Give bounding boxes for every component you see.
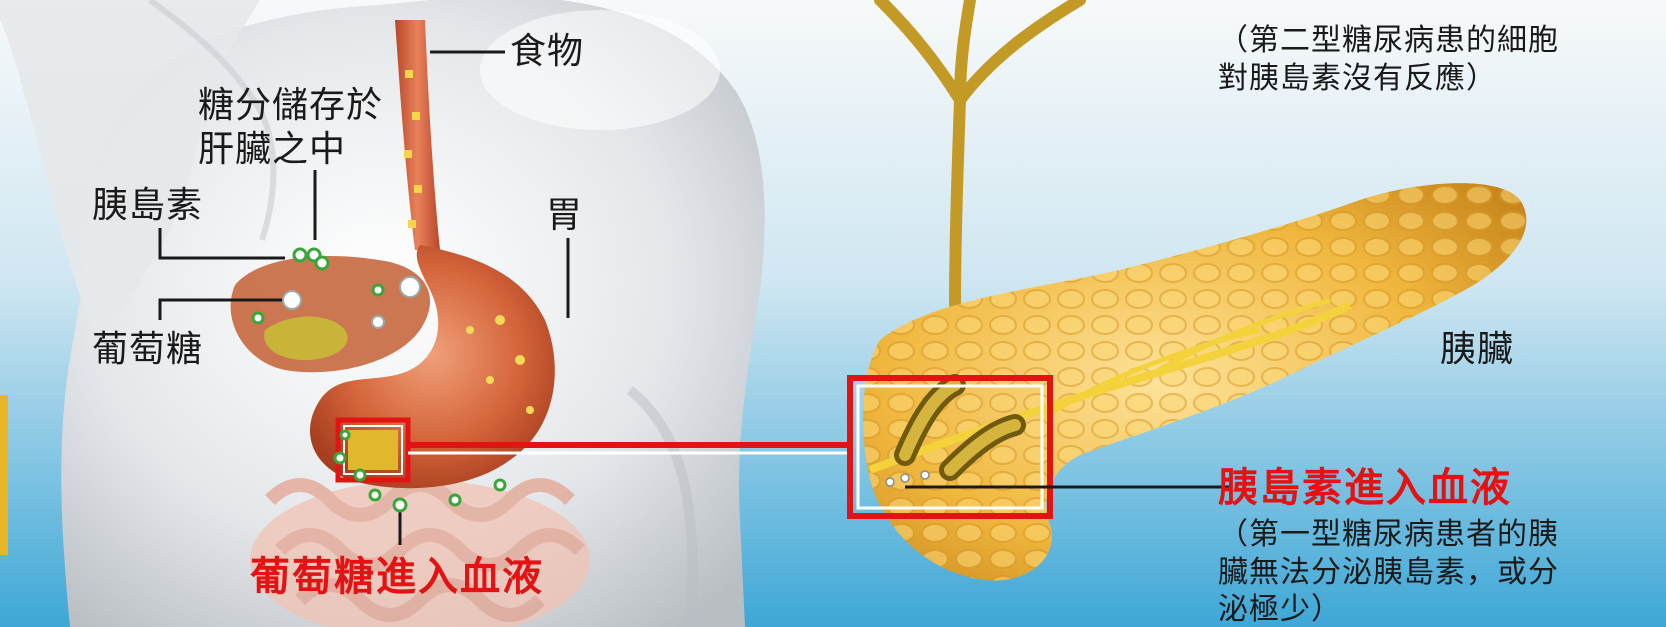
- note-type2: （第二型糖尿病患的細胞 對胰島素沒有反應）: [1218, 22, 1559, 97]
- label-food: 食物: [510, 32, 584, 72]
- label-pancreas: 胰臟: [1440, 330, 1514, 370]
- note-type1: （第一型糖尿病患者的胰 臟無法分泌胰島素，或分 泌極少）: [1218, 516, 1559, 627]
- label-glycogen-line1: 糖分儲存於: [198, 86, 383, 126]
- label-insulin: 胰島素: [92, 186, 203, 226]
- note-type2-line2: 對胰島素沒有反應）: [1218, 60, 1559, 98]
- note-type1-line3: 泌極少）: [1218, 591, 1559, 627]
- note-type1-line2: 臟無法分泌胰島素，或分: [1218, 554, 1559, 592]
- label-stomach: 胃: [546, 196, 583, 236]
- left-edge-strip: [0, 395, 8, 555]
- label-glucose-into-blood: 葡萄糖進入血液: [250, 555, 544, 599]
- note-type1-line1: （第一型糖尿病患者的胰: [1218, 516, 1559, 554]
- label-glucose: 葡萄糖: [92, 330, 203, 370]
- label-glycogen-line2: 肝臟之中: [198, 130, 346, 170]
- label-insulin-into-blood: 胰島素進入血液: [1218, 466, 1512, 510]
- note-type2-line1: （第二型糖尿病患的細胞: [1218, 22, 1559, 60]
